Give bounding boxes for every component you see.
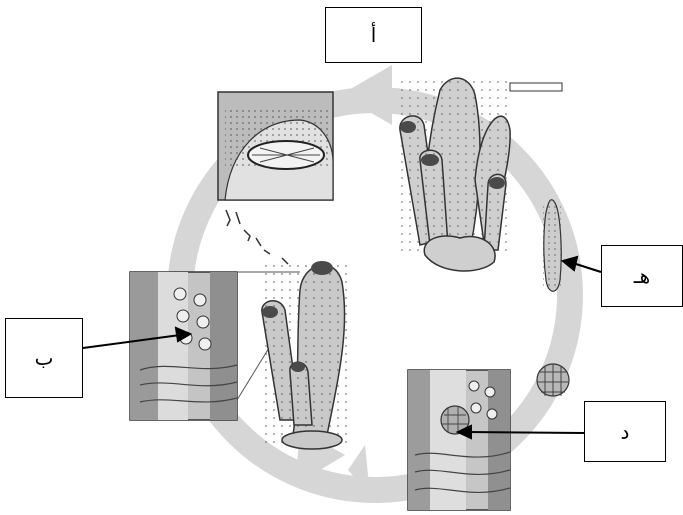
label-box-a: أ [325,7,422,63]
osculum-closeup-panel [218,92,333,200]
label-box-b: ب [5,318,83,398]
gemmule-icon [537,364,569,396]
embryo-panel [408,370,510,510]
larva-icon [543,200,561,292]
sponge-colony-large [398,75,513,271]
panel-edge [510,83,562,91]
pointer-arrow-d [468,432,584,433]
label-box-h: هـ [601,245,683,307]
sponge-colony-small [262,261,347,449]
sperm-cells [226,210,288,264]
label-box-d: د [584,401,666,462]
